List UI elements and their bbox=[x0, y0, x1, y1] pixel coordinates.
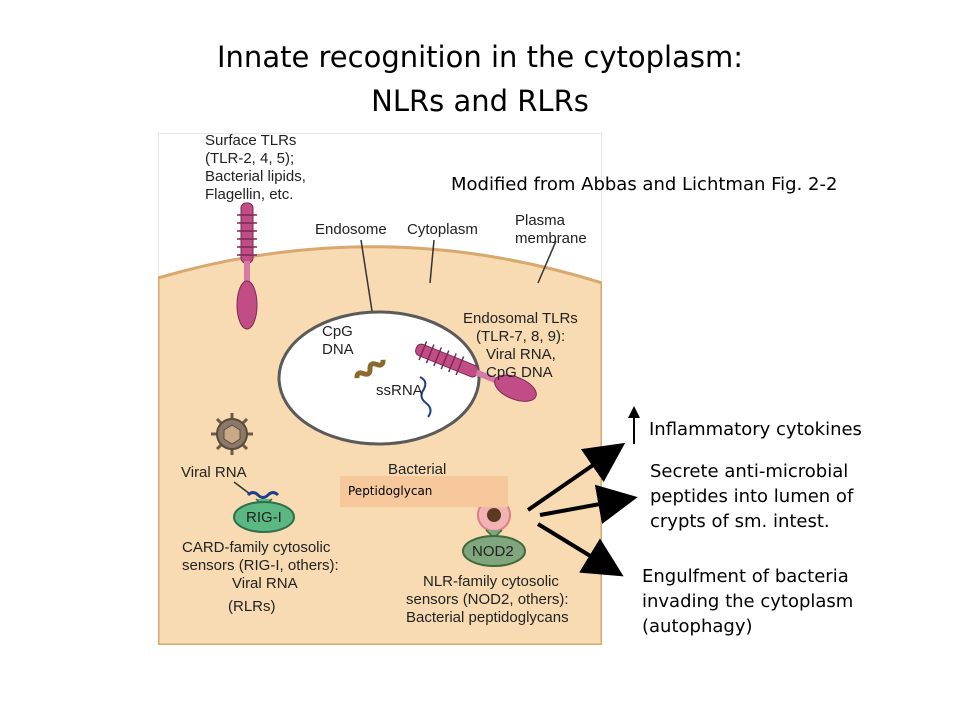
outcome-cytokines: Inflammatory cytokines bbox=[649, 419, 862, 440]
innate-recognition-diagram: Surface TLRs (TLR-2, 4, 5); Bacterial li… bbox=[158, 133, 602, 645]
viral-rna-strand bbox=[246, 491, 280, 499]
label-ssrna: ssRNA bbox=[376, 382, 423, 399]
surface-tlr-receptor bbox=[236, 202, 258, 330]
label-rig-i: RIG-I bbox=[246, 509, 282, 526]
outcome-peptides: Secrete anti-microbial peptides into lum… bbox=[650, 461, 854, 532]
label-bacterial: Bacterial bbox=[388, 461, 446, 478]
peptidoglycan-label-box: Peptidoglycan bbox=[340, 476, 508, 507]
label-plasma-membrane: Plasma membrane bbox=[515, 212, 587, 247]
endosome bbox=[277, 310, 481, 446]
source-note: Modified from Abbas and Lichtman Fig. 2-… bbox=[451, 174, 838, 195]
label-nlr-family: NLR-family cytosolic sensors (NOD2, othe… bbox=[406, 573, 573, 626]
label-nod2: NOD2 bbox=[472, 543, 514, 560]
label-cpg-dna: CpG DNA bbox=[322, 323, 357, 358]
label-endosome: Endosome bbox=[315, 221, 387, 238]
title-line-2: NLRs and RLRs bbox=[371, 84, 589, 118]
label-rlrs: (RLRs) bbox=[228, 598, 276, 615]
ssrna-strand bbox=[419, 376, 432, 418]
label-surface-tlrs: Surface TLRs (TLR-2, 4, 5); Bacterial li… bbox=[205, 133, 310, 203]
label-endosomal-tlrs: Endosomal TLRs (TLR-7, 8, 9): Viral RNA,… bbox=[463, 310, 582, 381]
nod2-sensor bbox=[462, 535, 526, 567]
cpg-dna-strand bbox=[354, 359, 386, 379]
label-card-family: CARD-family cytosolic sensors (RIG-I, ot… bbox=[182, 539, 343, 592]
arrow-to-cytokines bbox=[526, 442, 626, 512]
arrow-to-peptides bbox=[539, 484, 638, 524]
label-cytoplasm: Cytoplasm bbox=[407, 221, 478, 238]
arrow-to-autophagy bbox=[536, 522, 624, 577]
outcome-autophagy: Engulfment of bacteria invading the cyto… bbox=[642, 566, 854, 637]
title-line-1: Innate recognition in the cytoplasm: bbox=[217, 40, 743, 74]
label-viral-rna: Viral RNA bbox=[181, 464, 247, 481]
endosomal-tlr-receptor bbox=[415, 341, 537, 402]
rig-i-sensor bbox=[233, 501, 295, 533]
virus-particle bbox=[211, 413, 253, 455]
